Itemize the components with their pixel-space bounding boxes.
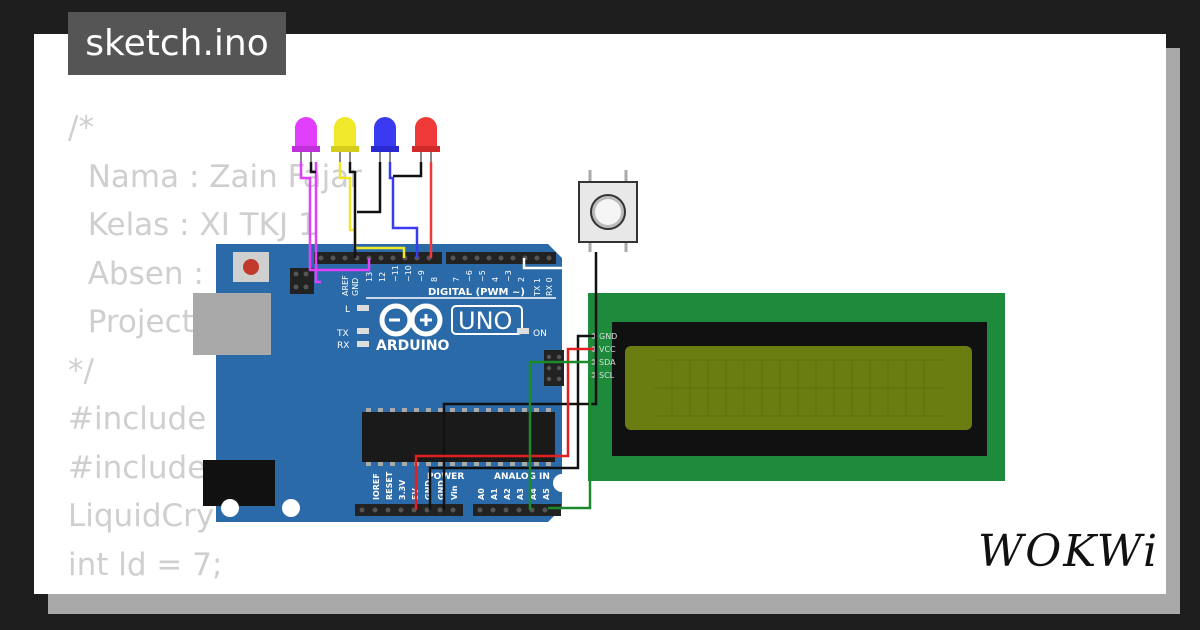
- usb-port: [193, 293, 271, 355]
- pin-label: A4: [529, 488, 538, 500]
- code-line: int ld = 7;: [68, 546, 223, 583]
- power-jack: [203, 460, 275, 506]
- led-red[interactable]: [412, 117, 440, 162]
- pin-label: 8: [430, 277, 439, 282]
- lcd-pin-scl: SCL: [599, 371, 615, 380]
- led-l-label: L: [345, 305, 350, 315]
- digital-label: DIGITAL (PWM ~): [428, 287, 525, 298]
- pin-label: ~3: [504, 270, 513, 282]
- power-label: POWER: [427, 472, 464, 482]
- pin-label: RESET: [385, 471, 394, 500]
- microcontroller-chip: [362, 412, 555, 462]
- code-line: Project: [68, 304, 194, 340]
- wire-yellow: [338, 162, 406, 258]
- wire-black-2: [348, 162, 357, 258]
- on-label: ON: [533, 329, 547, 339]
- pin-label: GND: [424, 480, 433, 500]
- wire-magenta: [299, 162, 371, 272]
- code-line: /*: [68, 110, 94, 146]
- tx-label: TX: [336, 329, 349, 339]
- wire-black-4: [393, 162, 423, 178]
- pin-label: 12: [378, 272, 387, 282]
- pin-label: ~10: [404, 265, 413, 282]
- board-logo-text: ARDUINO: [376, 338, 450, 354]
- led-blue[interactable]: [371, 117, 399, 162]
- wire-red-vcc: [414, 347, 594, 510]
- pin-label: GND: [351, 278, 360, 296]
- lcd-pin-vcc: VCC: [599, 345, 616, 354]
- pin-label: A1: [490, 488, 499, 500]
- wire-black-lcd-gnd: [428, 334, 594, 510]
- code-line: */: [68, 352, 94, 389]
- pin-label: 3.3V: [398, 479, 407, 500]
- led-yellow[interactable]: [331, 117, 359, 162]
- pin-label: IOREF: [372, 473, 381, 500]
- pin-label: Vin: [450, 485, 459, 500]
- pin-label: A5: [542, 488, 551, 500]
- led-magenta[interactable]: [292, 117, 320, 162]
- code-background: /* Nama : Zain Fajar Kelas : XI TKJ 1 Ab…: [68, 104, 362, 594]
- wire-white: [522, 252, 592, 270]
- wokwi-logo: WOKWi: [978, 526, 1160, 577]
- wire-blue: [388, 162, 419, 258]
- pin-label: ~11: [391, 265, 400, 282]
- pin-label: A3: [516, 488, 525, 500]
- pin-label: ~9: [417, 270, 426, 282]
- code-line: Kelas : XI TKJ 1: [68, 207, 318, 243]
- project-title[interactable]: sketch.ino: [68, 12, 286, 75]
- lcd-module[interactable]: GND VCC SDA SCL: [588, 293, 1005, 481]
- wires: [299, 162, 598, 510]
- push-button[interactable]: [578, 170, 638, 252]
- pin-label: 4: [491, 277, 500, 282]
- pin-label: 13: [365, 272, 374, 282]
- pin-label: RX 0: [545, 277, 554, 296]
- code-line: LiquidCry: [68, 498, 215, 534]
- code-line: #include: [68, 449, 207, 486]
- pin-label: ~6: [465, 270, 474, 282]
- pin-label: TX 1: [533, 278, 542, 297]
- wire-green-scl: [548, 373, 594, 510]
- pin-label: 7: [452, 277, 461, 282]
- pin-label: A0: [477, 488, 486, 500]
- pin-label: ~5: [478, 270, 487, 282]
- lcd-pin-gnd: GND: [599, 332, 617, 341]
- wire-black-3: [357, 162, 382, 214]
- analog-label: ANALOG IN: [494, 472, 550, 482]
- rx-label: RX: [337, 341, 349, 351]
- pin-label: 2: [517, 277, 526, 282]
- wire-green-sda: [528, 360, 594, 510]
- pin-label: AREF: [341, 275, 350, 296]
- pin-label: GND: [437, 480, 446, 500]
- board-model: UNO: [458, 307, 512, 335]
- wire-black-1: [309, 162, 316, 174]
- pin-label: A2: [503, 488, 512, 500]
- lcd-pin-sda: SDA: [599, 358, 616, 367]
- arduino-logo: [379, 303, 443, 337]
- wire-magenta-2: [314, 162, 321, 284]
- arduino-board[interactable]: AREF GND 13 12 ~11 ~10 ~9 8 7 ~6 ~5 4 ~3…: [193, 244, 571, 522]
